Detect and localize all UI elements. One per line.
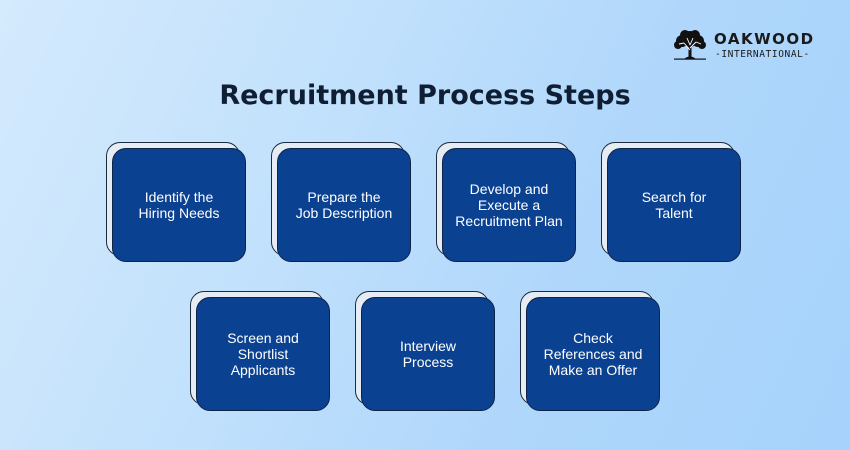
step-card: Interview Process (361, 297, 495, 411)
step-label: Interview Process (399, 338, 457, 370)
step-interview-process: Interview Process (355, 291, 495, 411)
logo-name: OAKWOOD (714, 30, 815, 48)
step-label: Check References and Make an Offer (543, 330, 643, 378)
step-identify-hiring-needs: Identify the Hiring Needs (106, 142, 246, 262)
step-card: Search for Talent (607, 148, 741, 262)
step-card: Prepare the Job Description (277, 148, 411, 262)
step-card: Identify the Hiring Needs (112, 148, 246, 262)
step-label: Screen and Shortlist Applicants (227, 330, 299, 378)
step-screen-shortlist: Screen and Shortlist Applicants (190, 291, 330, 411)
step-card: Check References and Make an Offer (526, 297, 660, 411)
step-label: Prepare the Job Description (295, 189, 393, 221)
step-prepare-job-description: Prepare the Job Description (271, 142, 411, 262)
step-label: Develop and Execute a Recruitment Plan (455, 181, 563, 229)
oak-tree-icon (674, 30, 706, 60)
step-label: Identify the Hiring Needs (138, 189, 220, 221)
page-title: Recruitment Process Steps (219, 80, 631, 111)
step-search-for-talent: Search for Talent (601, 142, 741, 262)
logo-subtitle: -INTERNATIONAL- (715, 49, 810, 60)
step-card: Screen and Shortlist Applicants (196, 297, 330, 411)
step-label: Search for Talent (641, 189, 707, 221)
step-recruitment-plan: Develop and Execute a Recruitment Plan (436, 142, 576, 262)
oakwood-logo: OAKWOOD -INTERNATIONAL- (672, 28, 822, 62)
step-card: Develop and Execute a Recruitment Plan (442, 148, 576, 262)
step-check-references-offer: Check References and Make an Offer (520, 291, 660, 411)
